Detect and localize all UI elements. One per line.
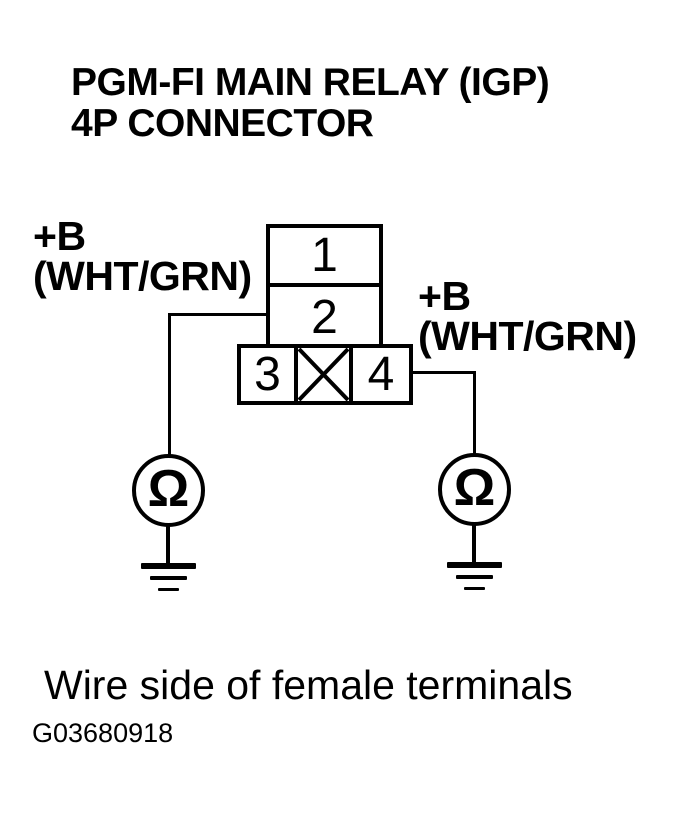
right-ground-bar-bottom: [464, 587, 485, 590]
figure-id: G03680918: [32, 718, 174, 748]
left-probe-wire-vertical: [168, 313, 171, 457]
left-ground-bar-top: [141, 563, 196, 569]
left-ground-bar-bottom: [158, 588, 179, 591]
left-probe-wire-horizontal: [169, 313, 267, 316]
left-ohmmeter-icon: Ω: [132, 454, 205, 527]
left-probe-label: +B (WHT/GRN): [33, 213, 252, 299]
right-probe-label: +B (WHT/GRN): [418, 273, 637, 359]
right-probe-wire-vertical: [473, 371, 476, 456]
pin-4-number: 4: [367, 348, 395, 401]
connector-upper-body: 1 2: [266, 224, 383, 348]
right-ground-lead: [472, 524, 476, 566]
right-probe-wire-color: (WHT/GRN): [418, 313, 637, 359]
pin-cavity-1: 1: [270, 228, 379, 287]
pin-cavity-2: 2: [270, 287, 379, 348]
diagram-caption: Wire side of female terminals: [44, 662, 573, 708]
left-ground-bar-middle: [150, 576, 187, 580]
pin-3-number: 3: [254, 348, 281, 401]
right-ground-bar-top: [447, 562, 502, 568]
title-line-1: PGM-FI MAIN RELAY (IGP): [71, 61, 550, 104]
right-ohm-symbol: Ω: [453, 458, 496, 517]
pin-1-number: 1: [311, 229, 338, 282]
right-probe-signal: +B: [418, 273, 471, 319]
connector-lower-body: 3 4: [237, 344, 413, 405]
crossed-box-icon: [298, 348, 349, 401]
left-probe-signal: +B: [33, 213, 86, 259]
pin-cavity-4: 4: [353, 348, 409, 401]
diagram-title: PGM-FI MAIN RELAY (IGP) 4P CONNECTOR: [71, 61, 550, 145]
right-probe-wire-horizontal: [411, 371, 476, 374]
left-probe-wire-color: (WHT/GRN): [33, 253, 252, 299]
left-ohm-symbol: Ω: [147, 459, 190, 518]
blocked-cavity: [294, 348, 353, 401]
pin-2-number: 2: [311, 291, 338, 344]
left-ground-lead: [166, 525, 170, 567]
pin-cavity-3: 3: [241, 348, 294, 401]
right-ground-bar-middle: [456, 575, 493, 579]
right-ohmmeter-icon: Ω: [438, 453, 511, 526]
title-line-2: 4P CONNECTOR: [71, 102, 374, 145]
